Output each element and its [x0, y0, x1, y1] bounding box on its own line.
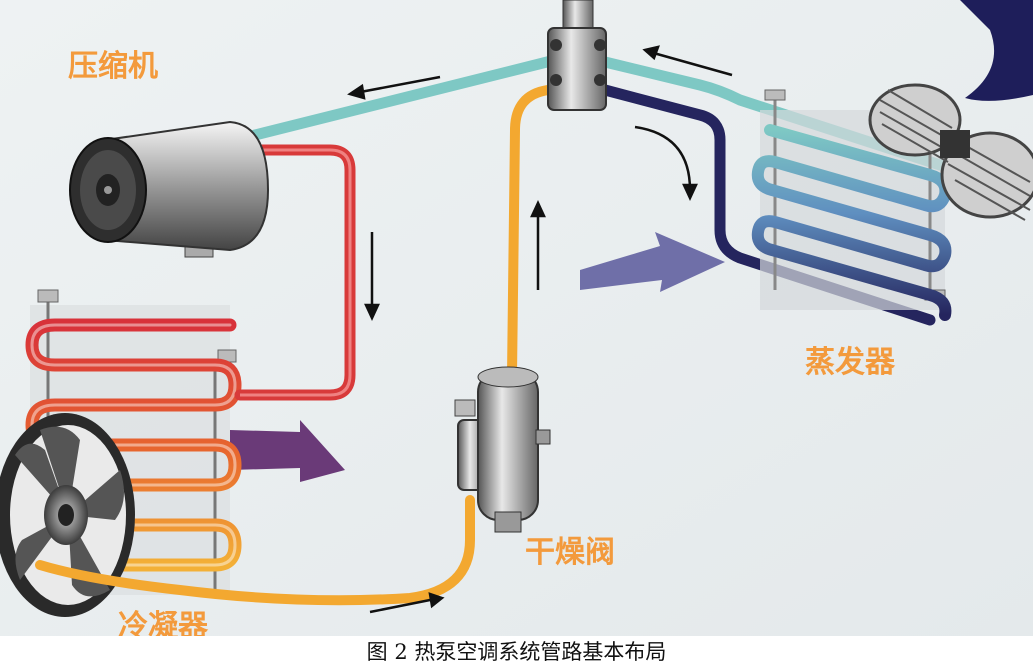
hot-gas-pipe-highlight [240, 148, 352, 397]
fan-icon [0, 413, 135, 617]
suction-pipe-evaporator [599, 56, 946, 171]
arrow-up-yellow-head [530, 200, 546, 218]
arrow-top-left-head [347, 83, 366, 100]
dryer-valve-icon [454, 366, 551, 533]
label-evaporator: 蒸发器 [805, 345, 896, 380]
flow-arrows [347, 45, 733, 614]
blower-icon [868, 83, 1033, 221]
airflow-arrow-condenser [230, 420, 345, 482]
airflow-arrow-evaporator [580, 232, 725, 292]
label-dryer-valve: 干燥阀 [525, 535, 615, 570]
figure-caption: 图 2 热泵空调系统管路基本布局 [0, 636, 1033, 669]
evaporator-inlet-pipe [599, 84, 936, 326]
compressor-icon [69, 120, 270, 258]
arrow-down-navy-head [682, 183, 698, 201]
arrow-top-right-head [642, 45, 660, 61]
label-condenser: 冷凝器 [118, 609, 209, 636]
arrow-down-red-head [364, 303, 380, 321]
diagram-canvas: 压缩机 蒸发器 干燥阀 冷凝器 [0, 0, 1033, 644]
corner-shape [960, 0, 1033, 101]
arrow-top-left [354, 75, 441, 95]
arrow-top-right [649, 50, 733, 77]
arrow-bottom-head [428, 592, 445, 609]
arrow-down-navy [634, 125, 692, 191]
label-compressor: 压缩机 [68, 49, 158, 84]
suction-pipe [249, 54, 561, 141]
four-way-valve-icon [547, 0, 607, 111]
arrow-bottom [369, 597, 436, 614]
liquid-pipe-upper [507, 85, 553, 380]
liquid-pipe-lower [35, 495, 475, 606]
